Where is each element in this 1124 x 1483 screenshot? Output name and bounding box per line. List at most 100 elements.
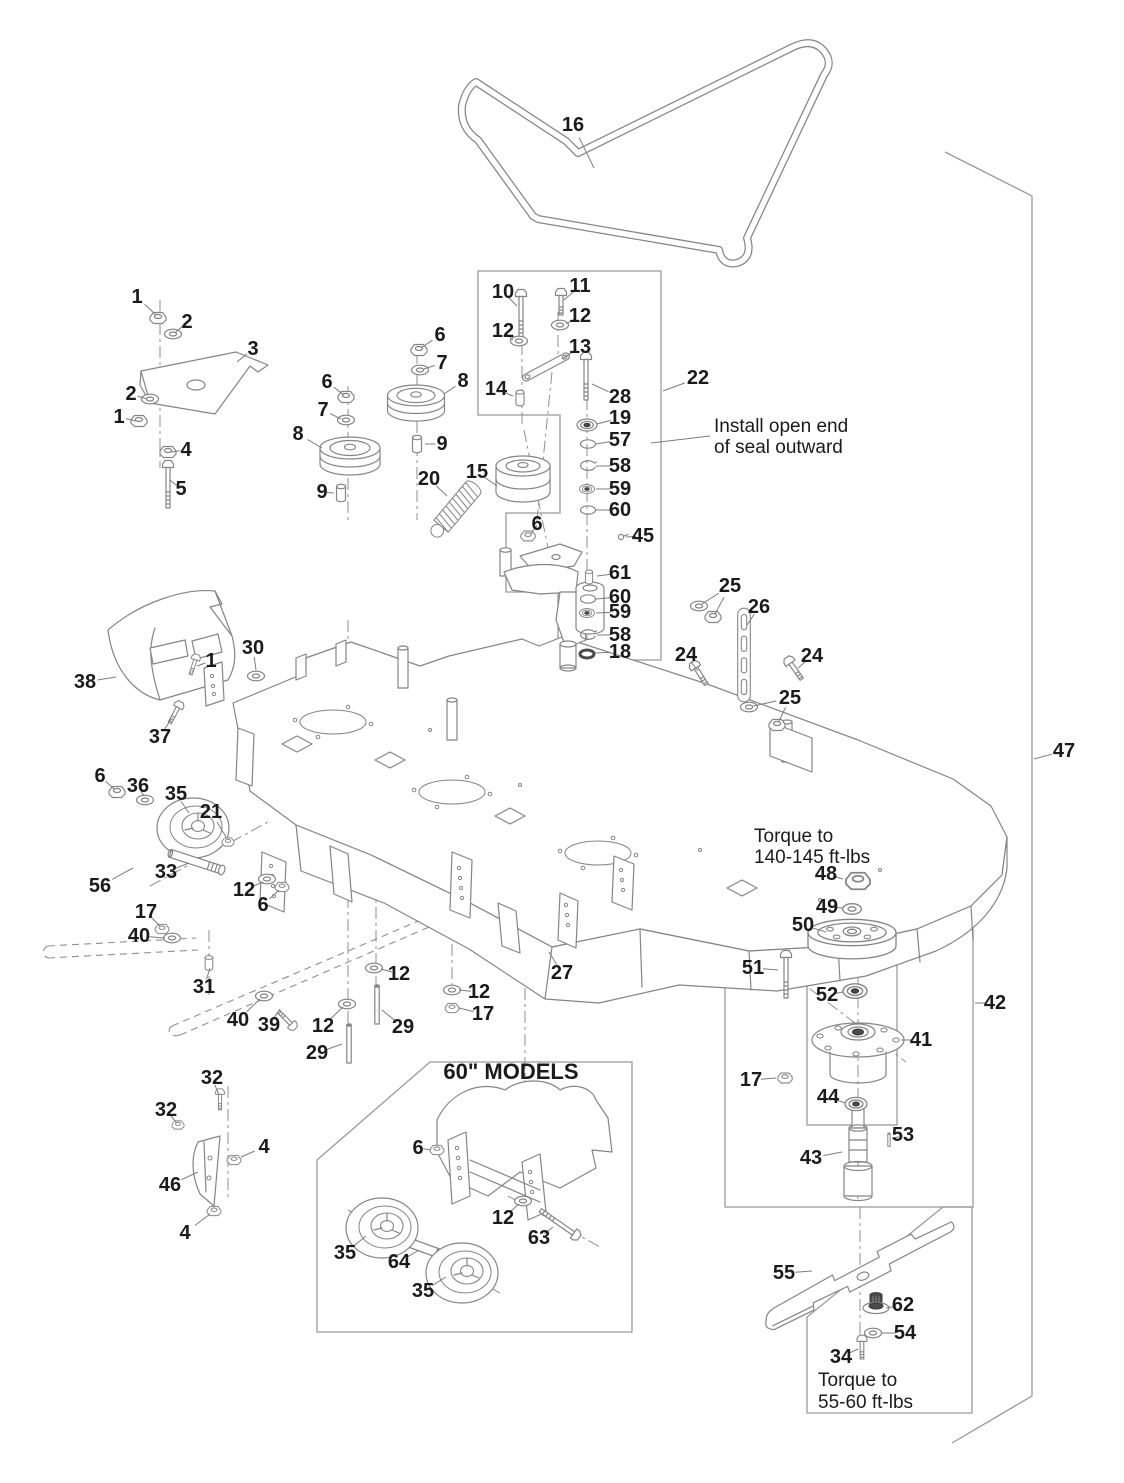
part-nut <box>410 343 428 357</box>
part-spacer <box>335 483 347 503</box>
callout-5: 5 <box>175 478 186 500</box>
callout-17: 17 <box>135 901 157 923</box>
part-washer <box>337 998 357 1010</box>
part-spacer <box>411 434 423 454</box>
callout-leader <box>194 1213 211 1226</box>
part-bearing <box>576 418 598 432</box>
callout-24: 24 <box>675 644 698 666</box>
callout-53: 53 <box>892 1124 914 1146</box>
callout-29: 29 <box>392 1016 414 1038</box>
callout-leader <box>330 1006 344 1019</box>
callout-leader <box>1033 753 1053 760</box>
discharge-chute <box>107 590 236 701</box>
part-link <box>520 351 572 383</box>
callout-4: 4 <box>258 1136 270 1158</box>
callout-17: 17 <box>472 1003 494 1025</box>
callout-22: 22 <box>687 367 709 389</box>
part-pulley <box>319 436 381 476</box>
callout-leader <box>406 1249 420 1258</box>
callout-leader <box>762 968 779 971</box>
callout-leader <box>214 1084 220 1096</box>
callout-12: 12 <box>492 1207 514 1229</box>
part-pin <box>887 1132 891 1147</box>
part-bolt <box>215 1088 225 1111</box>
callout-12: 12 <box>468 981 490 1003</box>
part-washer <box>336 414 356 426</box>
part-bearing <box>579 484 595 494</box>
callout-18: 18 <box>609 641 631 663</box>
callout-leader <box>272 1008 281 1019</box>
callout-40: 40 <box>128 925 150 947</box>
callout-1: 1 <box>131 286 142 308</box>
callout-leader <box>591 383 610 393</box>
callout-leader <box>326 1043 343 1050</box>
callout-62: 62 <box>892 1294 914 1316</box>
callout-leader <box>246 998 261 1012</box>
callout-59: 59 <box>609 478 631 500</box>
callout-35: 35 <box>165 783 187 805</box>
callout-leader <box>253 656 257 671</box>
callout-leader <box>137 395 148 400</box>
callout-leader <box>307 439 323 449</box>
callout-leader <box>596 419 611 425</box>
callout-35: 35 <box>334 1242 356 1264</box>
part-nut <box>704 610 722 624</box>
callout-40: 40 <box>227 1009 249 1031</box>
callout-4: 4 <box>180 439 192 461</box>
callout-6: 6 <box>94 765 105 787</box>
part-spacer <box>515 389 525 407</box>
callout-43: 43 <box>800 1147 822 1169</box>
part-washer <box>140 393 160 405</box>
callout-50: 50 <box>792 914 814 936</box>
callout-leader <box>329 413 342 420</box>
callout-34: 34 <box>830 1346 853 1368</box>
part-nut <box>171 1120 185 1130</box>
callout-11: 11 <box>569 275 590 297</box>
callout-leader <box>144 303 157 316</box>
callout-21: 21 <box>200 801 222 823</box>
part-bolt <box>164 699 186 726</box>
part-nut <box>149 311 167 325</box>
detail-box-22 <box>477 270 662 661</box>
callout-52: 52 <box>816 984 838 1006</box>
part-washer <box>739 701 759 713</box>
part-ring <box>579 439 597 449</box>
detail-box-60-models <box>316 1061 633 1333</box>
callout-6: 6 <box>412 1137 423 1159</box>
callout-leader <box>891 1136 899 1140</box>
callout-63: 63 <box>528 1227 550 1249</box>
callout-6: 6 <box>531 513 542 535</box>
part-nut <box>221 837 235 847</box>
callout-leader <box>561 351 574 360</box>
part-ring <box>579 505 597 515</box>
part-nut <box>777 1072 793 1084</box>
part-nut <box>429 1144 445 1156</box>
callout-leader <box>595 597 611 600</box>
part-spacer <box>584 569 594 585</box>
callout-leader <box>458 989 472 992</box>
callout-leader <box>269 889 280 900</box>
callout-leader <box>662 382 686 392</box>
callout-leader <box>502 391 514 397</box>
callout-1: 1 <box>113 406 124 428</box>
part-nut <box>154 923 170 935</box>
callout-12: 12 <box>569 305 591 327</box>
spindle-shaft <box>843 1102 873 1202</box>
callout-leader <box>149 936 166 939</box>
part-washer <box>246 670 266 682</box>
callout-12: 12 <box>312 1015 334 1037</box>
callout-leader <box>112 867 134 880</box>
callout-leader <box>833 906 844 909</box>
callout-leader <box>420 339 433 349</box>
part-bolt-long <box>161 459 175 509</box>
callout-58: 58 <box>609 624 631 646</box>
callout-31: 31 <box>193 976 215 998</box>
callout-9: 9 <box>436 433 447 455</box>
part-rod <box>346 1023 352 1064</box>
part-nut <box>768 718 786 732</box>
part-bearing <box>844 1096 868 1112</box>
callout-4: 4 <box>179 1222 191 1244</box>
callout-6: 6 <box>257 894 268 916</box>
callout-37: 37 <box>149 726 171 748</box>
